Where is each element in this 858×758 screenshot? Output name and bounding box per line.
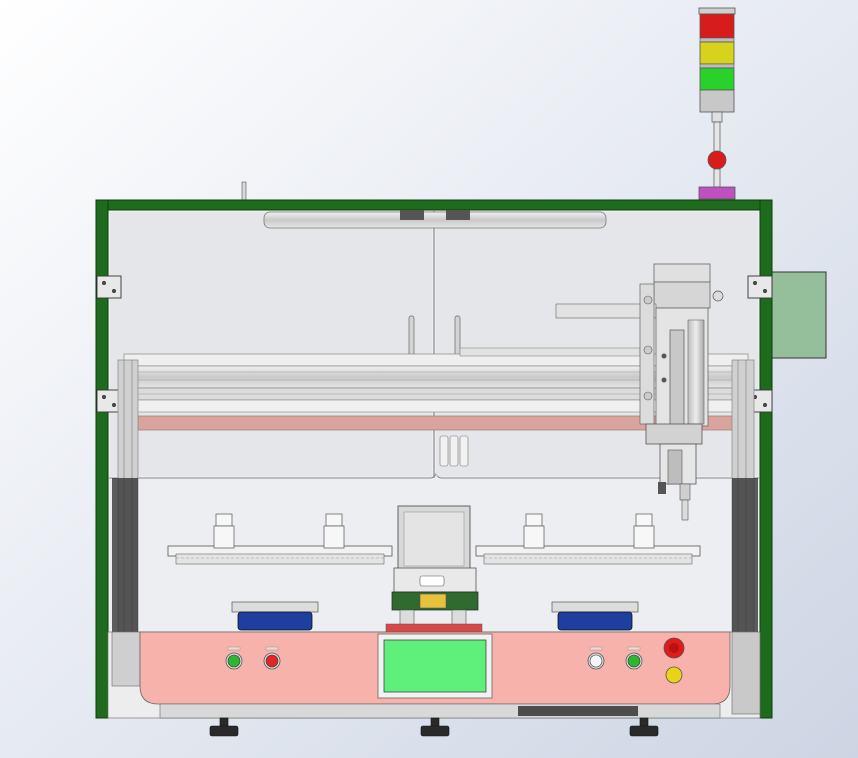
right-work-fixture	[475, 513, 701, 565]
tower-yellow-light	[699, 41, 735, 65]
leveling-feet	[209, 717, 659, 737]
left-work-fixture	[167, 513, 393, 565]
red-stop-button[interactable]	[265, 654, 279, 668]
screen-icon	[377, 633, 493, 699]
white-reset-button[interactable]	[589, 654, 603, 668]
tower-red-knob	[707, 150, 727, 170]
signal-tower-icon	[698, 7, 736, 200]
right-frame-post	[759, 199, 773, 719]
center-screw-feeder	[385, 505, 483, 633]
top-pin	[241, 181, 247, 201]
left-blue-jig	[231, 601, 319, 631]
green-start-button-label-plate	[227, 646, 241, 651]
side-electrical-box	[771, 271, 827, 359]
red-stop-button-label-plate	[265, 646, 279, 651]
gantry-x-rail	[112, 347, 758, 633]
left-button-group	[225, 646, 281, 670]
touch-screen-display	[383, 639, 487, 693]
green-run-button-label-plate	[627, 646, 641, 651]
top-frame-beam	[95, 199, 773, 211]
tower-mount-base	[698, 186, 736, 200]
door-top-latches	[263, 210, 607, 229]
tower-red-light	[699, 13, 735, 39]
green-run-button[interactable]	[627, 654, 641, 668]
tower-green-light	[699, 67, 735, 91]
left-frame-post	[95, 199, 109, 719]
right-blue-jig	[551, 601, 639, 631]
right-button-group	[587, 646, 643, 670]
suction-cups	[439, 435, 469, 467]
screwdriver-head	[555, 263, 724, 521]
green-start-button[interactable]	[227, 654, 241, 668]
white-reset-button-label-plate	[589, 646, 603, 651]
yellow-indicator-lamp	[665, 666, 683, 684]
emergency-stop-icon[interactable]	[663, 637, 685, 659]
